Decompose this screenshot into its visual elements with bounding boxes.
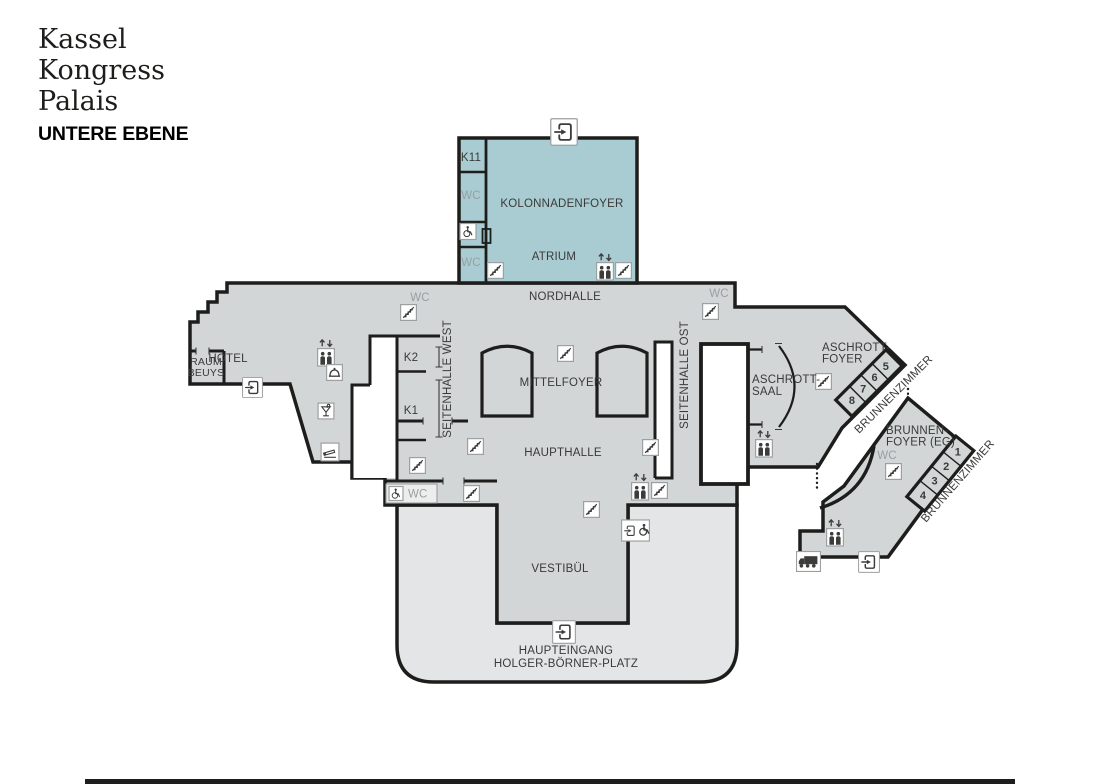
delivery-truck-icon <box>796 551 821 572</box>
stairs-icon-haupthalle-east <box>642 439 659 456</box>
west-corridor-cutout <box>352 336 397 478</box>
label-aschrott-foyer-1: ASCHROTT- <box>822 342 890 354</box>
label-nordhalle: NORDHALLE <box>529 291 601 303</box>
west-corridor-walls <box>350 334 440 481</box>
room-number-3: 3 <box>931 475 937 487</box>
stairs-icon-atrium-west <box>487 262 504 279</box>
label-k11: K11 <box>461 152 481 164</box>
label-brunnen-foyer-1: BRUNNEN- <box>886 425 948 437</box>
stairs-icon-vestibuel <box>583 501 600 518</box>
stairs-icon-brunnen-foyer <box>885 463 902 480</box>
label-wc-kolonnade-1: WC <box>461 190 481 202</box>
aschrott-saal-stage <box>699 342 750 486</box>
stairs-icon-nordhalle-east <box>702 303 719 320</box>
k2-bracket <box>435 346 443 368</box>
haupthalle-left-ticks-upper <box>422 417 453 425</box>
brunnenzimmer-strip-upper: 8 7 6 5 <box>833 347 905 419</box>
mittelfoyer-arch-east <box>595 344 649 418</box>
east-corridor-cutout <box>655 342 672 478</box>
label-wc-nordhalle-east: WC <box>709 288 729 300</box>
room-number-2: 2 <box>943 461 949 473</box>
label-kolonnadenfoyer: KOLONNADENFOYER <box>500 198 623 210</box>
label-aschrott-foyer-2: FOYER <box>822 354 863 366</box>
label-k1: K1 <box>404 405 418 417</box>
brand-line-1: Kassel <box>38 24 127 55</box>
stairs-icon-atrium-east <box>615 262 632 279</box>
label-atrium: ATRIUM <box>532 251 576 263</box>
room-number-4: 4 <box>920 490 927 502</box>
stairs-icon-haupthalle-west <box>467 438 484 455</box>
brand-line-3: Palais <box>38 86 119 117</box>
room-number-5: 5 <box>883 361 889 373</box>
brunnenfoyer-curve <box>819 445 876 510</box>
restaurant-cloche-icon <box>326 364 343 381</box>
saal-curve <box>778 345 796 428</box>
label-wc-brunnen: WC <box>877 450 897 462</box>
entrance-icon-main <box>552 620 576 644</box>
stairs-icon-vestibuel-east <box>651 482 668 499</box>
label-wc-room: WC <box>408 489 428 501</box>
smoking-cigarette-icon <box>320 442 340 462</box>
label-aschrott-saal-1: ASCHROTT- <box>752 374 820 386</box>
kolonnade-divider-walls <box>459 170 486 249</box>
brunnenzimmer-strip-lower: 4 3 2 1 <box>904 433 977 514</box>
label-haupthalle: HAUPTHALLE <box>524 447 602 459</box>
title-block: Kassel Kongress Palais UNTERE EBENE <box>38 24 189 146</box>
stairs-icon-nordhalle-west <box>400 304 417 321</box>
label-haupteingang-2: HOLGER-BÖRNER-PLATZ <box>494 658 638 670</box>
bar-cocktail-icon <box>317 402 335 420</box>
label-wc-nordhalle-west: WC <box>410 292 430 304</box>
kolonnade-niche <box>481 228 492 244</box>
entrance-wheelchair-icon <box>621 519 650 542</box>
bottom-rule <box>85 779 1015 784</box>
entrance-icon-southeast <box>858 551 880 573</box>
haupthalle-left-ticks-lower <box>442 477 465 485</box>
label-brunnen-foyer-2: FOYER (EG) <box>886 437 955 449</box>
label-aschrott-saal-2: SAAL <box>752 386 783 398</box>
level-title: UNTERE EBENE <box>38 123 189 145</box>
raum-beuys-opening-ticks <box>195 347 210 355</box>
room-number-8: 8 <box>849 395 855 407</box>
entrance-icon-hotel <box>242 377 263 398</box>
room-number-6: 6 <box>871 372 877 384</box>
label-vestibuel: VESTIBÜL <box>531 563 589 575</box>
stairs-icon-west-lower <box>409 457 426 474</box>
stairs-icon-wc-room <box>463 485 480 502</box>
label-mittelfoyer: MITTELFOYER <box>520 377 603 389</box>
k1-bracket <box>435 379 443 438</box>
label-k2: K2 <box>404 352 418 364</box>
label-wc-kolonnade-2: WC <box>461 257 481 269</box>
brand-line-2: Kongress <box>38 55 165 86</box>
label-seitenhalle-west: SEITENHALLE WEST <box>442 320 454 438</box>
room-number-1: 1 <box>955 447 961 459</box>
accessible-wc-room: WC <box>385 483 438 504</box>
saal-opening-ticks <box>761 342 782 431</box>
label-raum-beuys-1: RAUM <box>190 356 222 368</box>
label-seitenhalle-ost: SEITENHALLE OST <box>679 321 691 429</box>
mittelfoyer-arch-west <box>480 344 534 418</box>
east-corridor-walls <box>653 340 674 480</box>
stairs-icon-mittelfoyer <box>557 345 574 362</box>
k-room-walls <box>397 370 426 442</box>
saal-opening-lines <box>748 348 762 426</box>
label-raum-beuys-2: BEUYS <box>188 367 225 379</box>
label-hotel: HOTEL <box>208 353 248 365</box>
entrance-icon-north <box>550 118 578 146</box>
raum-beuys-walls <box>190 349 226 384</box>
room-number-7: 7 <box>860 383 866 395</box>
label-haupteingang-1: HAUPTEINGANG <box>519 645 613 657</box>
